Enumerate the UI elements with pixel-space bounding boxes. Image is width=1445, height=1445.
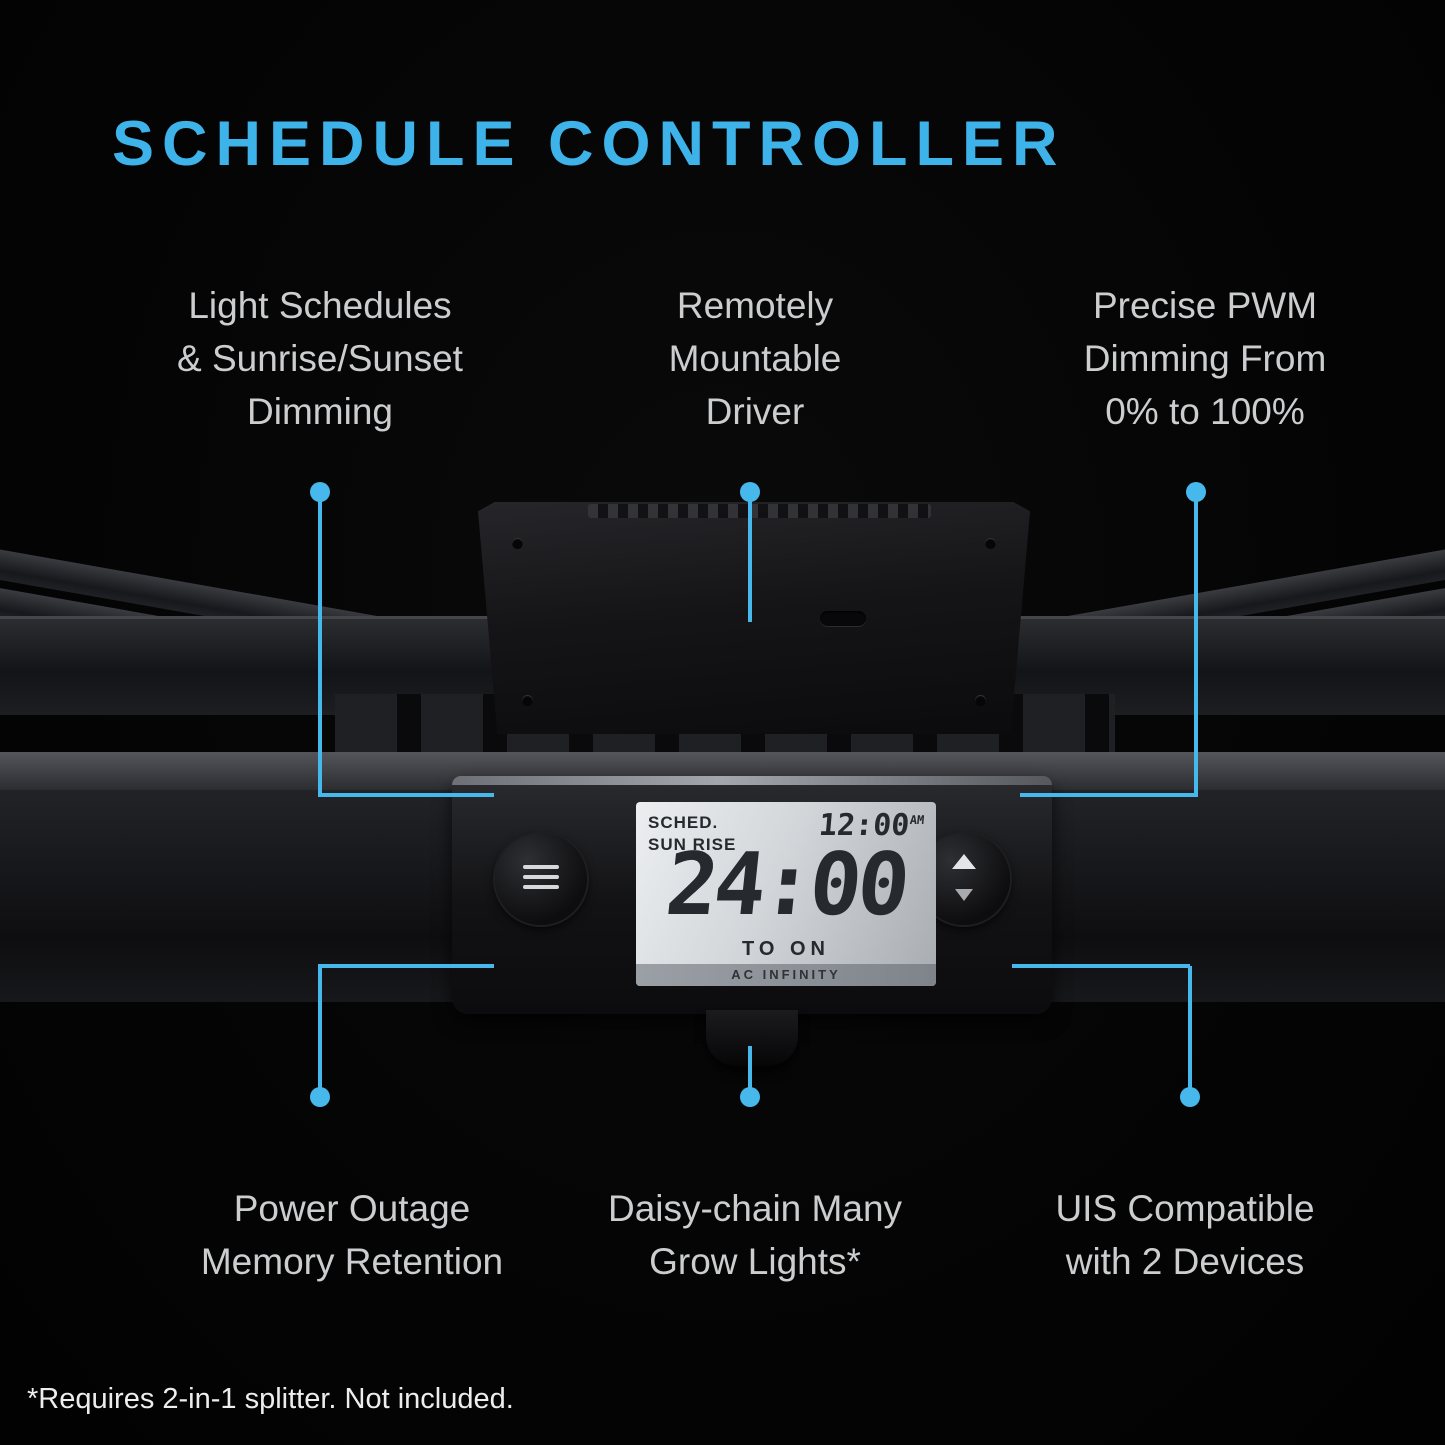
screw-icon xyxy=(512,538,523,549)
callout-line-text: Dimming xyxy=(247,390,393,432)
menu-icon-bar xyxy=(523,875,559,879)
callout-line xyxy=(1194,492,1198,795)
screw-icon xyxy=(985,538,996,549)
menu-icon xyxy=(495,859,587,889)
callout-line xyxy=(318,793,494,797)
callout-pwm-dimming: Precise PWM Dimming From 0% to 100% xyxy=(995,280,1415,439)
lcd-status-label: TO ON xyxy=(742,938,830,960)
callout-line-text: Grow Lights* xyxy=(649,1240,861,1282)
lcd-mode-line2: SUN RISE xyxy=(648,835,737,855)
callout-line xyxy=(318,492,322,795)
lcd-display: SCHED. SUN RISE 12:00AM 24:00 TO ON AC I… xyxy=(636,802,936,986)
callout-light-schedules: Light Schedules & Sunrise/Sunset Dimming xyxy=(110,280,530,439)
callout-line xyxy=(318,966,322,1097)
callout-line xyxy=(1188,966,1192,1097)
lcd-main-time: 24:00 xyxy=(661,835,911,935)
callout-dot xyxy=(310,1087,330,1107)
callout-uis-compatible: UIS Compatible with 2 Devices xyxy=(960,1183,1410,1289)
callout-line-text: Dimming From xyxy=(1083,337,1327,379)
callout-daisy-chain: Daisy-chain Many Grow Lights* xyxy=(530,1183,980,1289)
driver-box xyxy=(478,502,1030,734)
callout-line-text: Driver xyxy=(705,390,805,432)
page-title: SCHEDULE CONTROLLER xyxy=(112,109,1066,179)
callout-line-text: UIS Compatible xyxy=(1055,1188,1315,1229)
callout-line xyxy=(318,964,494,968)
screw-icon xyxy=(975,695,986,706)
menu-icon-bar xyxy=(523,885,559,889)
callout-dot xyxy=(740,1087,760,1107)
controller-knob xyxy=(706,1010,798,1066)
brand-logo: AC INFINITY xyxy=(636,964,936,986)
callout-line-text: & Sunrise/Sunset xyxy=(177,337,463,379)
footnote: *Requires 2-in-1 splitter. Not included. xyxy=(27,1383,514,1415)
callout-memory-retention: Power Outage Memory Retention xyxy=(127,1183,577,1289)
driver-port xyxy=(820,611,867,627)
lcd-mode-label: SCHED. SUN RISE xyxy=(648,812,736,856)
menu-button xyxy=(495,833,587,925)
callout-line-text: with 2 Devices xyxy=(1065,1240,1305,1282)
callout-line xyxy=(748,492,752,622)
callout-line xyxy=(1020,793,1198,797)
callout-line-text: Memory Retention xyxy=(200,1240,504,1282)
callout-remote-driver: Remotely Mountable Driver xyxy=(550,280,960,439)
arrow-down-icon xyxy=(955,889,973,901)
callout-line-text: Precise PWM xyxy=(1092,285,1318,326)
callout-line-text: Power Outage xyxy=(233,1188,471,1229)
callout-dot xyxy=(1180,1087,1200,1107)
callout-line-text: Mountable xyxy=(668,337,842,379)
callout-line-text: Light Schedules xyxy=(188,285,452,326)
callout-line xyxy=(748,1046,752,1097)
callout-line xyxy=(1012,964,1190,968)
menu-icon-bar xyxy=(523,865,559,869)
lcd-mode-line1: SCHED. xyxy=(648,813,719,832)
driver-vents xyxy=(588,504,931,518)
callout-line-text: Daisy-chain Many xyxy=(607,1188,903,1229)
controller-faceplate-edge xyxy=(452,776,1052,785)
callout-line-text: 0% to 100% xyxy=(1105,390,1305,432)
screw-icon xyxy=(522,695,533,706)
callout-line-text: Remotely xyxy=(676,285,834,326)
arrow-up-icon xyxy=(952,854,976,869)
lcd-clock-meridiem: AM xyxy=(909,813,926,827)
